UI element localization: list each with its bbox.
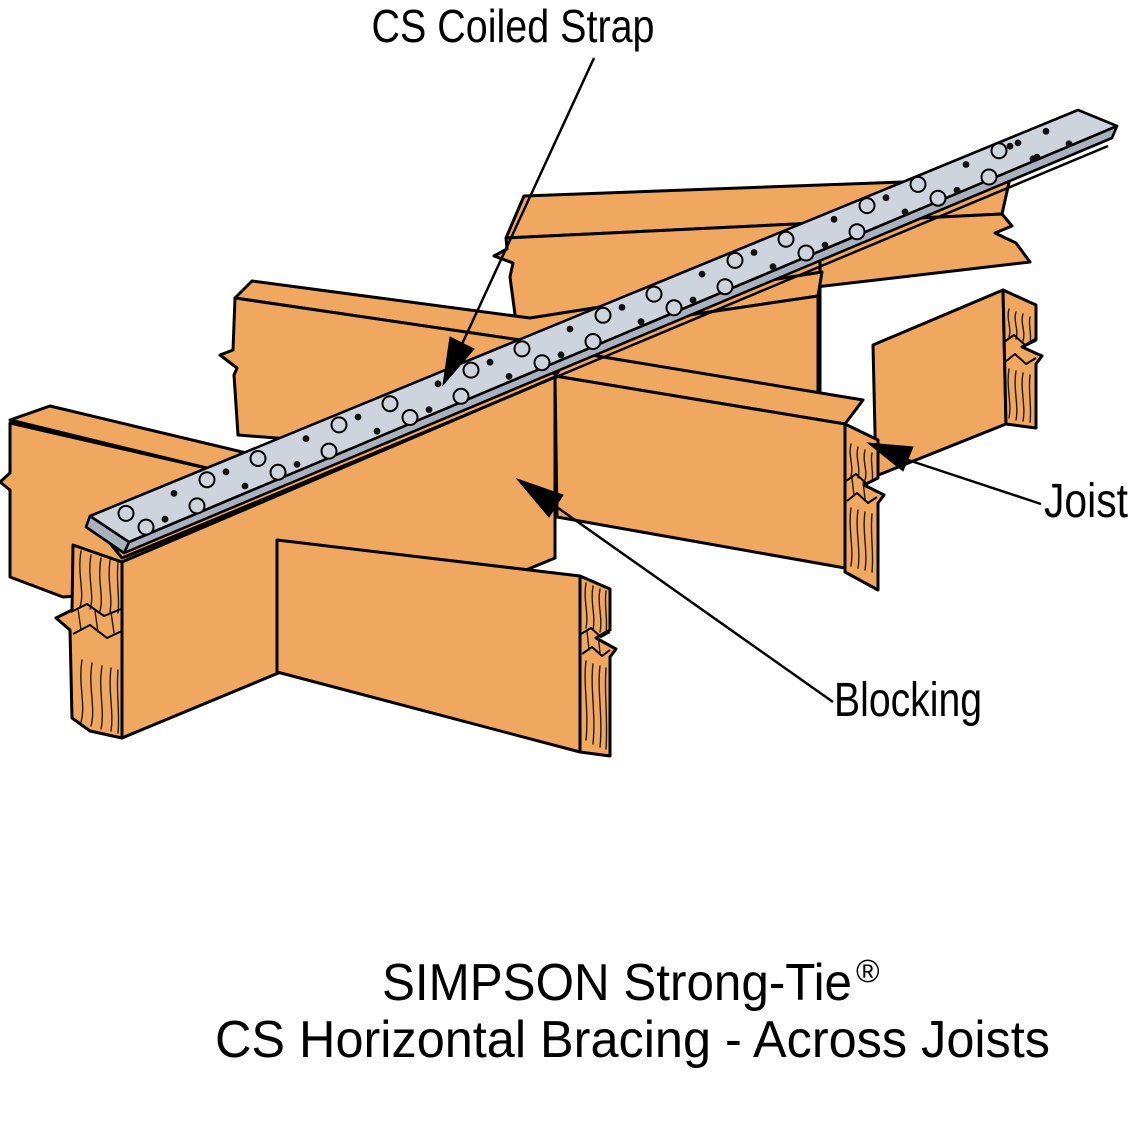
strap-hole-small: [293, 461, 301, 468]
arrowhead-blocking: [515, 477, 564, 518]
label-cs-coiled-strap: CS Coiled Strap: [372, 0, 655, 52]
joist-front: [553, 350, 886, 592]
strap-hole-large: [777, 230, 795, 248]
label-blocking: Blocking: [834, 674, 982, 727]
strap-hole-large: [188, 497, 206, 515]
caption-brand: SIMPSON Strong-Tie: [382, 954, 852, 1012]
strap-hole-large: [726, 251, 744, 269]
strap-hole-small: [689, 296, 697, 304]
strap-hole-large: [462, 361, 480, 379]
callout-blocking: Blocking: [515, 477, 982, 727]
strap-hole-large: [137, 518, 155, 536]
strap-nail-holes: [117, 127, 1073, 536]
strap-hole-small: [882, 194, 890, 202]
strap-hole-large: [929, 189, 947, 207]
strap-hole-large: [198, 471, 216, 489]
blocking-back-end-grain-lines: [1003, 308, 1037, 423]
strap-top-face: [88, 108, 1119, 544]
leader-line-joist: [904, 457, 1042, 506]
strap-hole-large: [584, 333, 602, 350]
strap-hole-large: [117, 504, 135, 522]
strap-hole-large: [381, 395, 399, 413]
strap-hole-small: [161, 515, 169, 523]
blocking-back-end-grain-face: [1001, 288, 1044, 430]
strap-hole-small: [698, 270, 706, 278]
strap-hole-small: [505, 373, 513, 380]
strap-hole-small: [1014, 139, 1022, 147]
arrowhead-strap: [442, 336, 475, 387]
strap-hole-large: [797, 244, 815, 262]
strap-hole-small: [373, 427, 381, 435]
strap-hole-small: [953, 186, 961, 194]
strap-hole-large: [452, 387, 470, 405]
label-joist: Joist: [1044, 475, 1128, 528]
strap-hole-small: [618, 304, 626, 311]
strap-hole-small: [1065, 140, 1073, 148]
joist-front-end-grain-face: [843, 422, 886, 592]
leader-line-blocking: [550, 501, 834, 704]
strap-hole-small: [241, 482, 249, 490]
strap-hole-large: [848, 223, 866, 241]
leader-line-strap: [455, 57, 596, 356]
strap-hole-large: [980, 168, 998, 186]
strap-hole-small: [170, 490, 178, 497]
strap-hole-large: [513, 340, 531, 358]
strap-hole-small: [425, 406, 433, 413]
strap-hole-large: [716, 278, 734, 296]
strap-hole-large: [533, 354, 551, 372]
strap-shadow-line: [125, 144, 1109, 559]
registered-mark: ®: [856, 953, 880, 989]
strap-hole-small: [486, 358, 494, 366]
strap-hole-small: [1029, 155, 1037, 163]
strap-hole-small: [302, 435, 310, 442]
strap-hole-small: [637, 318, 645, 325]
callout-cs-coiled-strap: CS Coiled Strap: [372, 0, 655, 387]
stub-end-grain-lines: [580, 582, 611, 750]
strap-hole-small: [821, 241, 829, 249]
strap-hole-large: [858, 197, 876, 215]
strap-hole-large: [594, 306, 612, 324]
joist-front-end-grain-lines: [845, 443, 878, 573]
strap-hole-small: [222, 468, 230, 476]
strap-hole-small: [962, 161, 970, 168]
strap-hole-large: [401, 409, 419, 426]
caption-title: CS Horizontal Bracing - Across Joists: [215, 1011, 1050, 1069]
stub-front-face: [275, 538, 582, 754]
strap-hole-large: [665, 299, 683, 317]
strap-hole-large: [320, 442, 338, 460]
strap-hole-large: [909, 175, 927, 193]
caption: SIMPSON Strong-Tie ® CS Horizontal Braci…: [215, 953, 1050, 1069]
blocking-front-end-grain-lines: [70, 550, 123, 734]
blocking-back-broken-end: [871, 288, 1044, 478]
strap-hole-small: [434, 380, 442, 388]
strap-hole-small: [830, 215, 838, 223]
strap-hole-large: [330, 416, 348, 434]
strap-hole-large: [249, 450, 267, 467]
strap-hole-small: [750, 249, 758, 256]
strap-hole-small: [901, 208, 909, 216]
callout-joist: Joist: [866, 442, 1128, 528]
blocking-front-end-grain-face: [54, 543, 124, 740]
strap-hole-large: [269, 463, 287, 481]
strap-hole-small: [557, 351, 565, 359]
strap-hole-small: [769, 263, 777, 271]
strap-hole-small: [1006, 142, 1014, 150]
strap-hole-large: [990, 142, 1008, 160]
strap-hole-small: [1042, 127, 1050, 135]
strap-hole-small: [354, 413, 362, 421]
joist-front-stub: [275, 538, 618, 758]
cs-coiled-strap: [84, 108, 1119, 559]
strap-hole-small: [566, 325, 574, 333]
strap-hole-large: [645, 285, 663, 303]
arrowhead-joist: [866, 442, 914, 472]
